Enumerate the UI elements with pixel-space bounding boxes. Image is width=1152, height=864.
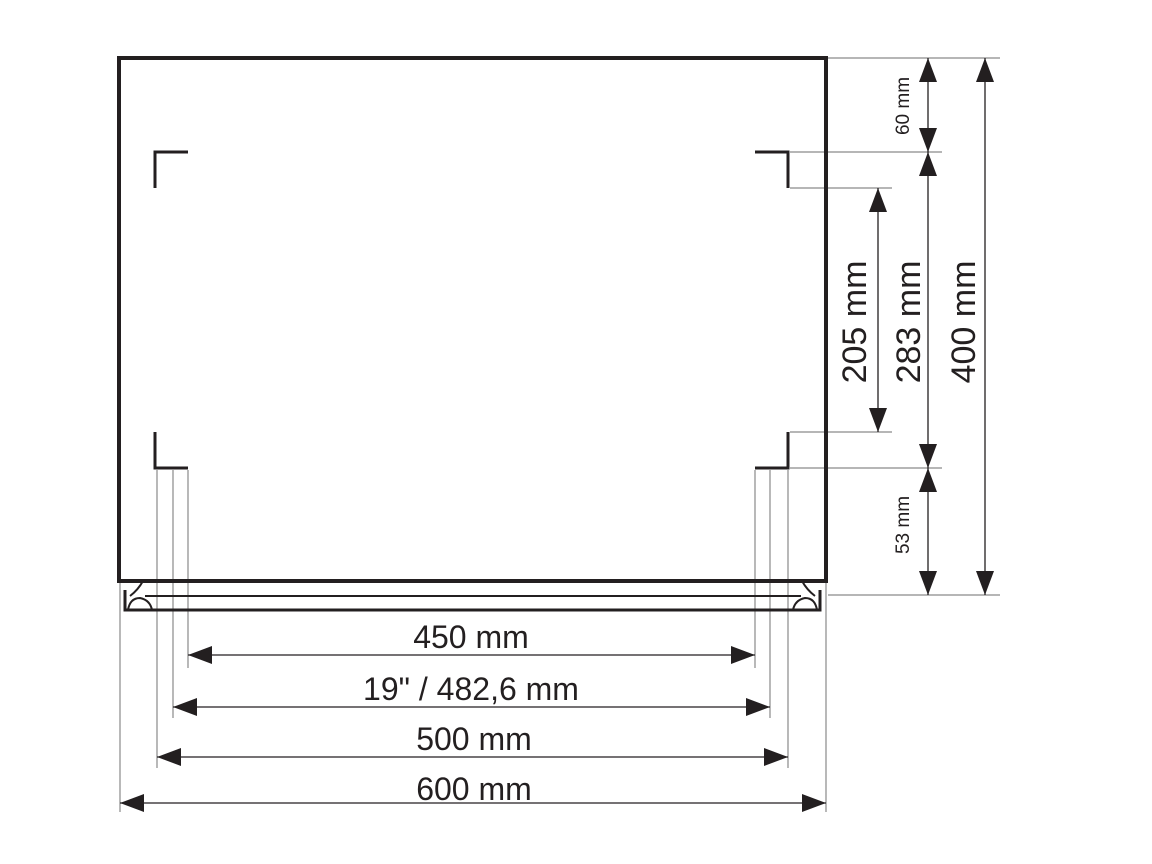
dim-19in-arrowhead <box>173 698 197 716</box>
dim-205-arrowhead <box>869 188 887 212</box>
label-height-283: 283 mm <box>890 261 928 384</box>
dim-600-arrowhead <box>120 794 144 812</box>
bracket-bottom-left <box>153 432 188 470</box>
label-width-500: 500 mm <box>416 721 532 757</box>
label-height-205: 205 mm <box>836 261 874 384</box>
front-rail <box>121 580 824 612</box>
dim-400-arrowhead <box>976 58 994 82</box>
dim-450-arrowhead <box>188 646 212 664</box>
dim-450-arrowhead <box>731 646 755 664</box>
extension-lines <box>119 57 1000 812</box>
dim-283-arrowhead <box>919 444 937 468</box>
dim-53-arrowhead <box>919 468 937 492</box>
label-width-450: 450 mm <box>413 619 529 655</box>
label-height-400: 400 mm <box>945 261 983 384</box>
dim-500-arrowhead <box>157 748 181 766</box>
label-height-53: 53 mm <box>893 496 914 554</box>
label-width-600: 600 mm <box>416 771 532 807</box>
dim-53-arrowhead <box>919 571 937 595</box>
label-width-19in: 19" / 482,6 mm <box>363 671 579 707</box>
dim-500-arrowhead <box>764 748 788 766</box>
dimension-lines <box>120 58 994 812</box>
dim-600-arrowhead <box>802 794 826 812</box>
dim-205-arrowhead <box>869 408 887 432</box>
bracket-top-right <box>755 150 790 188</box>
shelf-body-outline <box>117 56 828 583</box>
dim-400-arrowhead <box>976 571 994 595</box>
dim-19in-arrowhead <box>746 698 770 716</box>
dim-60-arrowhead <box>919 58 937 82</box>
dim-283-arrowhead <box>919 152 937 176</box>
bracket-bottom-right <box>755 432 790 470</box>
bracket-top-left <box>153 150 188 188</box>
mounting-brackets <box>153 150 790 470</box>
dim-60-arrowhead <box>919 128 937 152</box>
label-height-60: 60 mm <box>893 77 914 135</box>
